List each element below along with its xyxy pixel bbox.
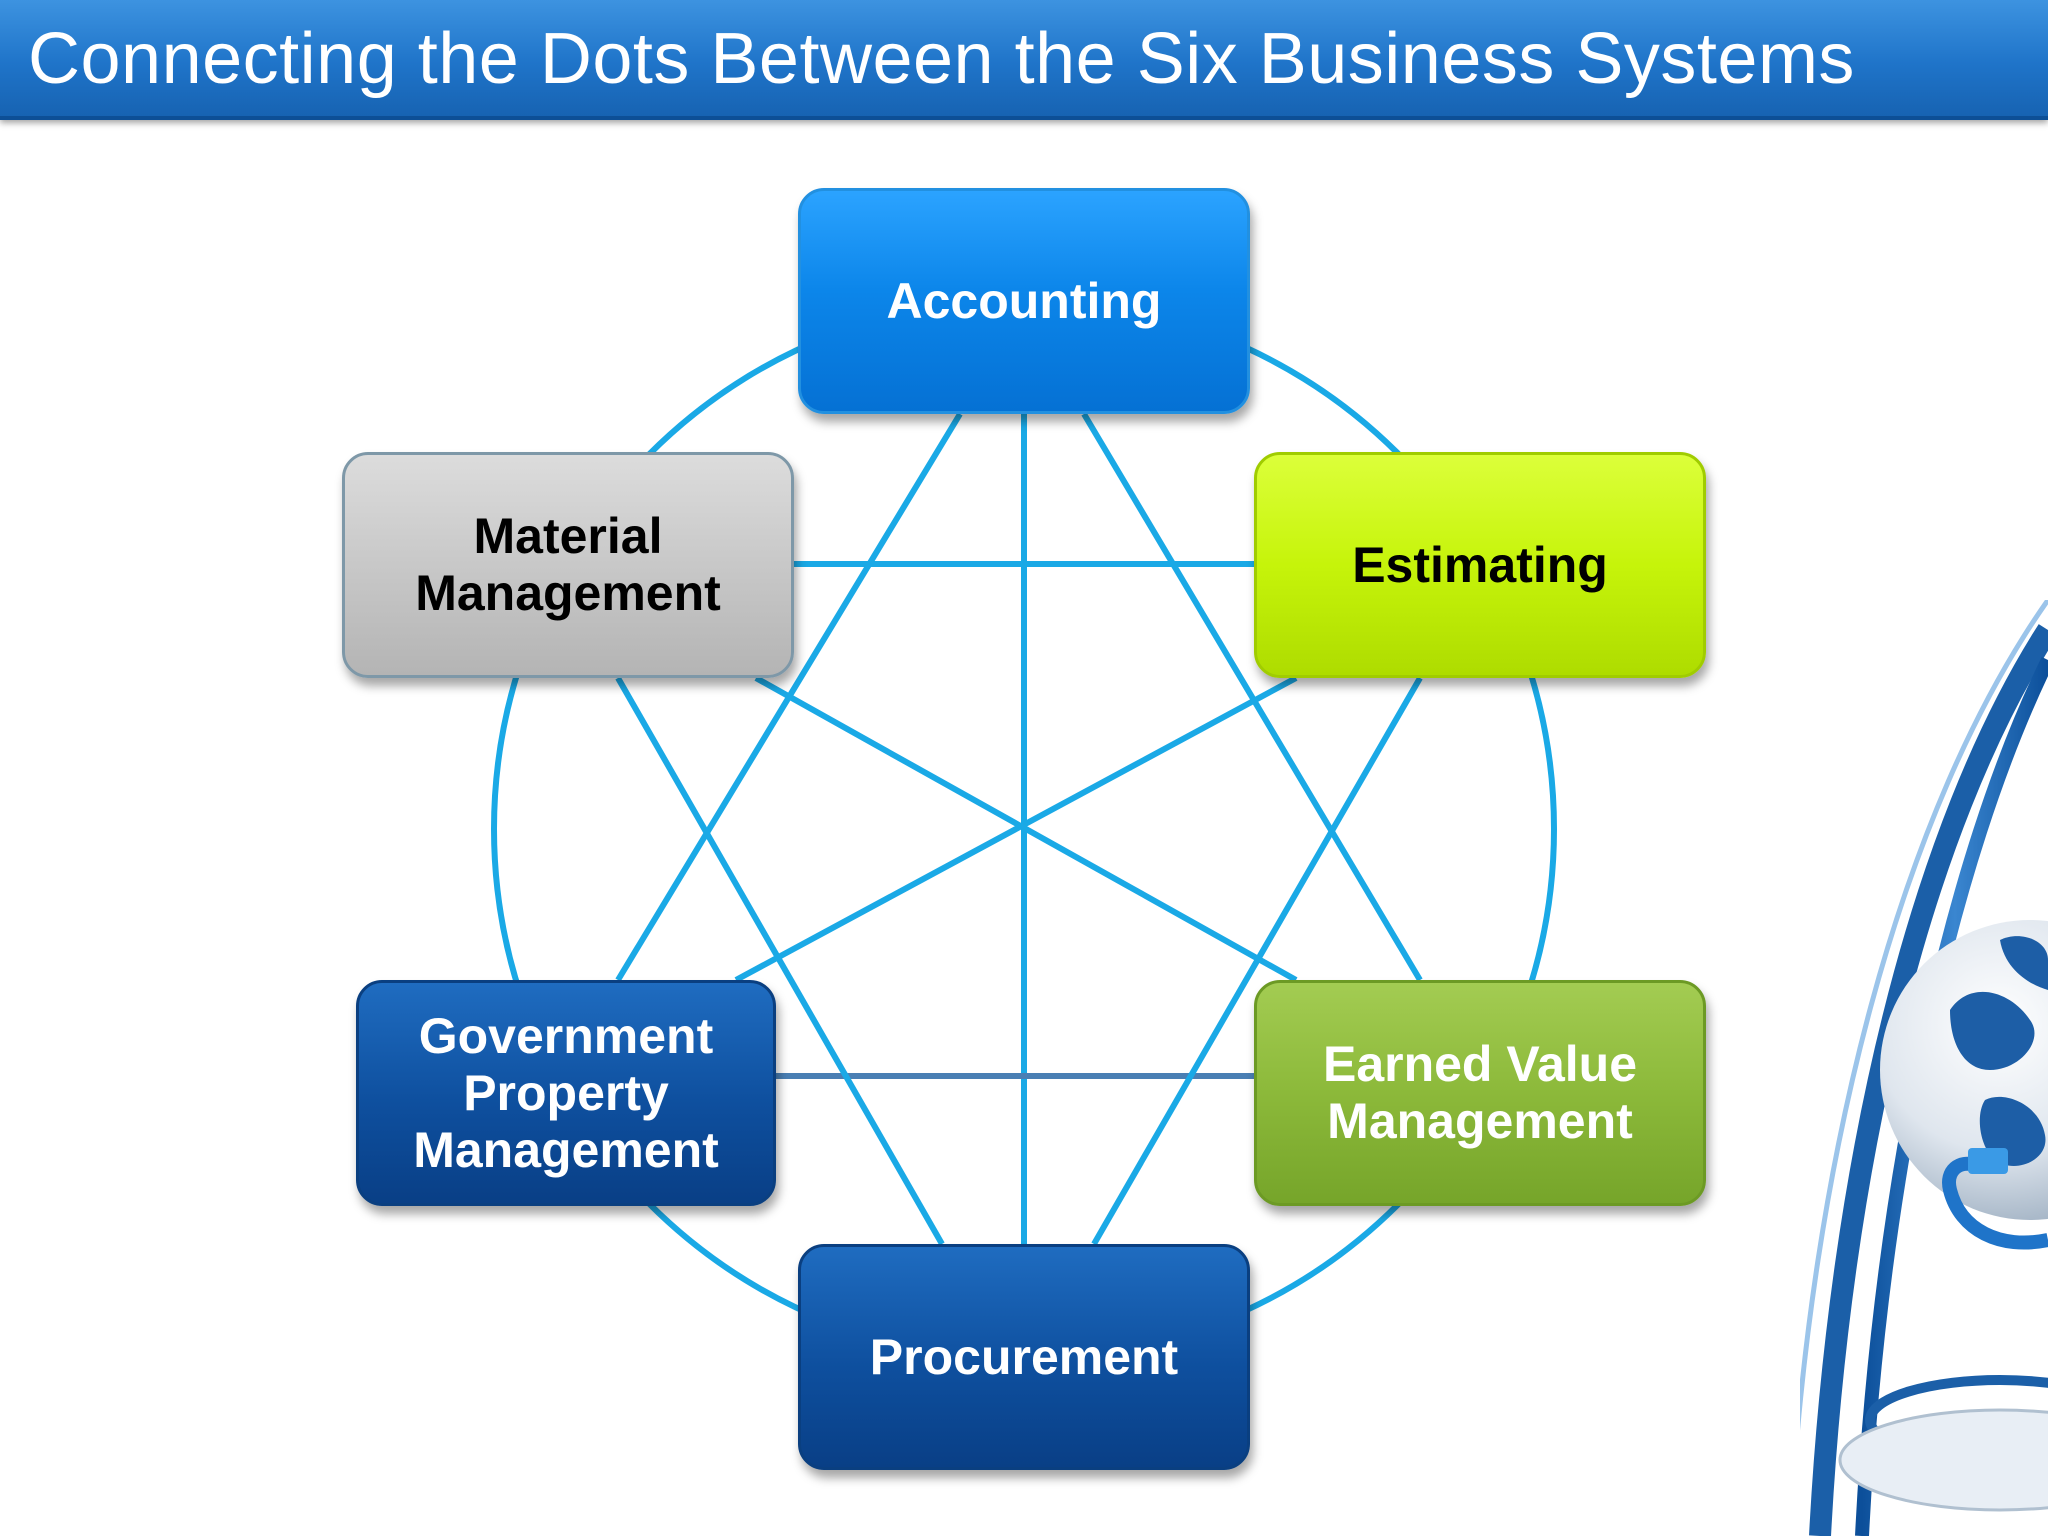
node-government-property-management: Government Property Management [356, 980, 776, 1206]
node-estimating-label: Estimating [1352, 536, 1608, 593]
node-earned-label-line1: Earned Value [1322, 1036, 1638, 1092]
node-material-label-line1: Material [473, 508, 663, 564]
globe-with-network-cable-icon [1800, 600, 2048, 1536]
node-material-label-line2: Management [415, 565, 721, 621]
connector-estimating-government [734, 675, 1298, 983]
node-accounting-label: Accounting [886, 272, 1162, 329]
node-earned-label-line2: Management [1327, 1093, 1633, 1149]
node-procurement: Procurement [798, 1244, 1250, 1470]
node-accounting: Accounting [798, 188, 1250, 414]
node-earned-value-management: Earned Value Management [1254, 980, 1706, 1206]
node-material-management: Material Management [342, 452, 794, 678]
connector-procurement-material [615, 676, 945, 1246]
node-government-label-line2: Property [463, 1064, 669, 1121]
title-bar: Connecting the Dots Between the Six Busi… [0, 0, 2048, 120]
node-estimating: Estimating [1254, 452, 1706, 678]
node-procurement-label: Procurement [869, 1328, 1179, 1385]
connector-accounting-earned [1081, 412, 1423, 982]
node-government-label-line1: Government [418, 1007, 714, 1064]
node-government-label-line3: Management [413, 1121, 719, 1178]
connector-material-earned [754, 675, 1298, 983]
page-title: Connecting the Dots Between the Six Busi… [28, 19, 1855, 99]
